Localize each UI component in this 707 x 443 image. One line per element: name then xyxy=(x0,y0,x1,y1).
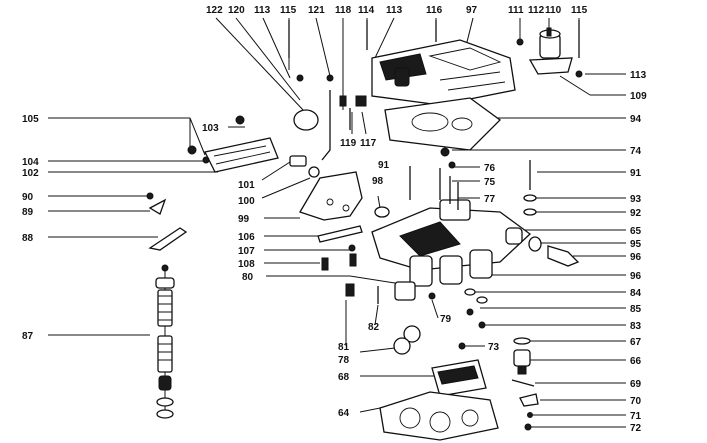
label-108: 108 xyxy=(238,259,255,270)
label-85: 85 xyxy=(630,304,642,315)
label-115a: 115 xyxy=(280,5,297,16)
label-80: 80 xyxy=(242,272,254,283)
label-122: 122 xyxy=(206,5,223,16)
label-90: 90 xyxy=(22,192,34,203)
power-valve xyxy=(513,337,531,375)
label-121: 121 xyxy=(308,5,325,16)
lower-right-parts xyxy=(511,379,539,431)
label-109: 109 xyxy=(630,91,647,102)
label-95: 95 xyxy=(630,239,642,250)
label-113a: 113 xyxy=(254,5,271,16)
label-99: 99 xyxy=(238,214,250,225)
label-114: 114 xyxy=(358,5,375,16)
label-96b: 96 xyxy=(630,271,642,282)
fitting xyxy=(289,155,320,178)
choke-assembly xyxy=(516,27,573,75)
label-102: 102 xyxy=(22,168,39,179)
label-116: 116 xyxy=(426,5,443,16)
label-88: 88 xyxy=(22,233,34,244)
label-73: 73 xyxy=(488,342,500,353)
leader-lines xyxy=(48,17,626,428)
label-70: 70 xyxy=(630,396,642,407)
label-91-right: 91 xyxy=(630,168,642,179)
label-110: 110 xyxy=(545,5,562,16)
label-94: 94 xyxy=(630,114,642,125)
label-76: 76 xyxy=(484,163,496,174)
pump-parts xyxy=(345,281,466,355)
fuel-inlet xyxy=(528,236,580,267)
label-69: 69 xyxy=(630,379,642,390)
label-103: 103 xyxy=(202,123,219,134)
levers xyxy=(146,192,188,251)
pump-plunger-87 xyxy=(155,264,175,419)
label-107: 107 xyxy=(238,246,255,257)
small-pins xyxy=(339,95,367,130)
label-97: 97 xyxy=(466,5,478,16)
label-111: 111 xyxy=(508,5,524,16)
main-body xyxy=(371,199,532,287)
label-120: 120 xyxy=(228,5,245,16)
label-118: 118 xyxy=(335,5,352,16)
label-100: 100 xyxy=(238,196,255,207)
label-71: 71 xyxy=(630,411,642,422)
label-72: 72 xyxy=(630,423,642,434)
pump-cover xyxy=(187,115,279,173)
label-79: 79 xyxy=(440,314,452,325)
label-66: 66 xyxy=(630,356,642,367)
washer-98 xyxy=(374,206,390,218)
label-64: 64 xyxy=(338,408,350,419)
label-113c: 113 xyxy=(630,70,647,81)
label-82: 82 xyxy=(368,322,380,333)
label-101: 101 xyxy=(238,180,255,191)
label-74: 74 xyxy=(630,146,642,157)
label-78: 78 xyxy=(338,355,350,366)
top-screws xyxy=(288,20,583,82)
label-105: 105 xyxy=(22,114,39,125)
label-98: 98 xyxy=(372,176,384,187)
label-117: 117 xyxy=(360,138,377,149)
label-83: 83 xyxy=(630,321,642,332)
float-bowl-block xyxy=(431,359,487,397)
small-components xyxy=(464,288,488,329)
label-92: 92 xyxy=(630,208,642,219)
top-gasket xyxy=(384,97,501,151)
air-horn-cover xyxy=(371,39,516,106)
label-113b: 113 xyxy=(386,5,403,16)
label-65: 65 xyxy=(630,226,642,237)
label-93: 93 xyxy=(630,194,642,205)
label-68: 68 xyxy=(338,372,350,383)
label-67: 67 xyxy=(630,337,642,348)
label-89: 89 xyxy=(22,207,34,218)
label-75: 75 xyxy=(484,177,496,188)
base-gasket xyxy=(379,391,499,441)
part-number-labels: 122 120 113 115 121 118 114 113 116 97 1… xyxy=(22,5,647,434)
label-77: 77 xyxy=(484,194,496,205)
choke-rod xyxy=(293,90,331,161)
label-96a: 96 xyxy=(630,252,642,263)
bracket xyxy=(299,171,363,221)
body-screws xyxy=(409,147,537,216)
label-87: 87 xyxy=(22,331,34,342)
linkage xyxy=(317,225,363,271)
label-91-center: 91 xyxy=(378,160,390,171)
label-115b: 115 xyxy=(571,5,588,16)
label-84: 84 xyxy=(630,288,642,299)
label-119: 119 xyxy=(340,138,357,149)
label-81: 81 xyxy=(338,342,350,353)
label-104: 104 xyxy=(22,157,39,168)
label-112: 112 xyxy=(528,5,545,16)
label-106: 106 xyxy=(238,232,255,243)
